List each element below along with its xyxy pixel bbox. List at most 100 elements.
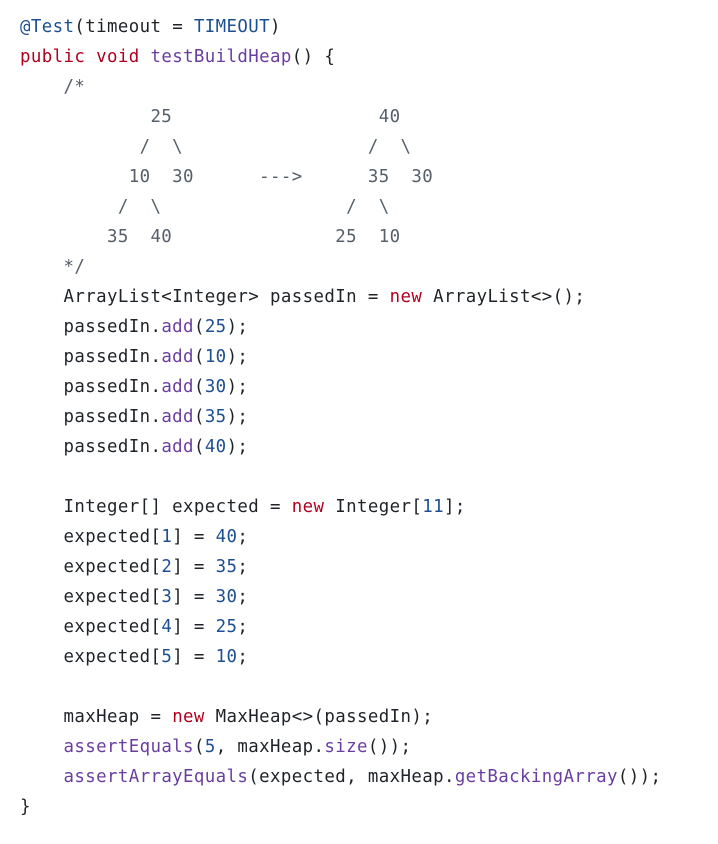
code-line: 10 30 ---> 35 30 bbox=[20, 162, 661, 192]
code-line: assertEquals(5, maxHeap.size()); bbox=[20, 732, 661, 762]
code-token bbox=[20, 737, 63, 757]
code-token: 2 bbox=[161, 557, 173, 577]
code-token: ()); bbox=[367, 737, 412, 757]
code-token: ( bbox=[193, 347, 205, 367]
code-token: ; bbox=[237, 587, 249, 607]
code-line: @Test(timeout = TIMEOUT) bbox=[20, 12, 661, 42]
code-line: expected[5] = 10; bbox=[20, 642, 661, 672]
code-token: ( bbox=[193, 317, 205, 337]
code-line: passedIn.add(40); bbox=[20, 432, 661, 462]
code-line: 35 40 25 10 bbox=[20, 222, 661, 252]
code-line: expected[4] = 25; bbox=[20, 612, 661, 642]
code-token: 10 bbox=[215, 647, 238, 667]
code-token: /* bbox=[20, 77, 86, 97]
code-token: } bbox=[20, 797, 31, 817]
code-token: ArrayList<>(); bbox=[422, 287, 586, 307]
code-token: expected[ bbox=[20, 587, 162, 607]
code-token: new bbox=[172, 707, 205, 727]
code-token: ) bbox=[270, 17, 281, 37]
code-token: Integer[ bbox=[324, 497, 423, 517]
code-token: 1 bbox=[161, 527, 173, 547]
code-token: passedIn. bbox=[20, 437, 162, 457]
code-token: / \ / \ bbox=[20, 137, 412, 157]
code-token: (expected, maxHeap. bbox=[248, 767, 455, 787]
code-line: expected[1] = 40; bbox=[20, 522, 661, 552]
code-block: @Test(timeout = TIMEOUT)public void test… bbox=[20, 12, 661, 822]
code-token: TIMEOUT bbox=[193, 17, 271, 37]
code-line: passedIn.add(30); bbox=[20, 372, 661, 402]
code-token: 25 bbox=[215, 617, 238, 637]
code-line: passedIn.add(35); bbox=[20, 402, 661, 432]
code-token: / \ / \ bbox=[20, 197, 390, 217]
code-token: add bbox=[161, 317, 194, 337]
code-token: ( bbox=[193, 377, 205, 397]
code-token: 35 40 25 10 bbox=[20, 227, 401, 247]
code-token: Integer[] expected = bbox=[20, 497, 292, 517]
code-token: 40 bbox=[215, 527, 238, 547]
code-token bbox=[20, 767, 63, 787]
code-line: expected[2] = 35; bbox=[20, 552, 661, 582]
code-token: assertEquals bbox=[63, 737, 194, 757]
code-token: 5 bbox=[204, 737, 216, 757]
code-token: 5 bbox=[161, 647, 173, 667]
code-token: , maxHeap. bbox=[215, 737, 325, 757]
code-token: ] = bbox=[172, 647, 216, 667]
code-line: / \ / \ bbox=[20, 192, 661, 222]
code-token: ; bbox=[237, 647, 249, 667]
code-token: getBackingArray bbox=[454, 767, 618, 787]
code-token: assertArrayEquals bbox=[63, 767, 249, 787]
code-token: ); bbox=[226, 347, 249, 367]
code-token: add bbox=[161, 407, 194, 427]
code-token: ] = bbox=[172, 587, 216, 607]
code-token: size bbox=[324, 737, 368, 757]
code-token: 25 bbox=[204, 317, 227, 337]
code-line: passedIn.add(25); bbox=[20, 312, 661, 342]
code-token: add bbox=[161, 347, 194, 367]
code-token: ; bbox=[237, 557, 249, 577]
code-token: ); bbox=[226, 317, 249, 337]
code-line: ArrayList<Integer> passedIn = new ArrayL… bbox=[20, 282, 661, 312]
code-token: */ bbox=[20, 257, 86, 277]
code-token: passedIn. bbox=[20, 317, 162, 337]
code-token: 40 bbox=[204, 437, 227, 457]
code-line: 25 40 bbox=[20, 102, 661, 132]
code-token: ; bbox=[237, 527, 249, 547]
code-token: 10 30 ---> 35 30 bbox=[20, 167, 434, 187]
code-token: 10 bbox=[204, 347, 227, 367]
code-token: 11 bbox=[422, 497, 444, 517]
code-token: passedIn. bbox=[20, 377, 162, 397]
code-token: 35 bbox=[204, 407, 227, 427]
code-token: ); bbox=[226, 377, 249, 397]
code-token: public void bbox=[20, 47, 140, 67]
code-token: passedIn. bbox=[20, 407, 162, 427]
code-line: assertArrayEquals(expected, maxHeap.getB… bbox=[20, 762, 661, 792]
code-token: expected[ bbox=[20, 647, 162, 667]
code-token: ] = bbox=[172, 557, 216, 577]
code-line bbox=[20, 462, 661, 492]
code-token: 3 bbox=[161, 587, 173, 607]
code-token bbox=[140, 47, 151, 67]
code-line: passedIn.add(10); bbox=[20, 342, 661, 372]
code-line bbox=[20, 672, 661, 702]
code-token: ( bbox=[193, 437, 205, 457]
code-token: 30 bbox=[215, 587, 238, 607]
code-token: (timeout = bbox=[74, 17, 194, 37]
code-token: testBuildHeap bbox=[150, 47, 292, 67]
code-token: ( bbox=[193, 737, 205, 757]
code-token: ()); bbox=[617, 767, 662, 787]
code-token: new bbox=[389, 287, 423, 307]
code-token: ( bbox=[193, 407, 205, 427]
code-token: maxHeap = bbox=[20, 707, 173, 727]
code-line: Integer[] expected = new Integer[11]; bbox=[20, 492, 661, 522]
code-token: ); bbox=[226, 437, 249, 457]
code-token: @Test bbox=[20, 17, 75, 37]
code-line: / \ / \ bbox=[20, 132, 661, 162]
code-token: ; bbox=[237, 617, 249, 637]
code-line: maxHeap = new MaxHeap<>(passedIn); bbox=[20, 702, 661, 732]
code-token: MaxHeap<>(passedIn); bbox=[204, 707, 434, 727]
code-token: ]; bbox=[443, 497, 466, 517]
code-token: passedIn. bbox=[20, 347, 162, 367]
code-line: public void testBuildHeap() { bbox=[20, 42, 661, 72]
code-token: ArrayList<Integer> passedIn = bbox=[20, 287, 390, 307]
code-token: add bbox=[161, 377, 194, 397]
